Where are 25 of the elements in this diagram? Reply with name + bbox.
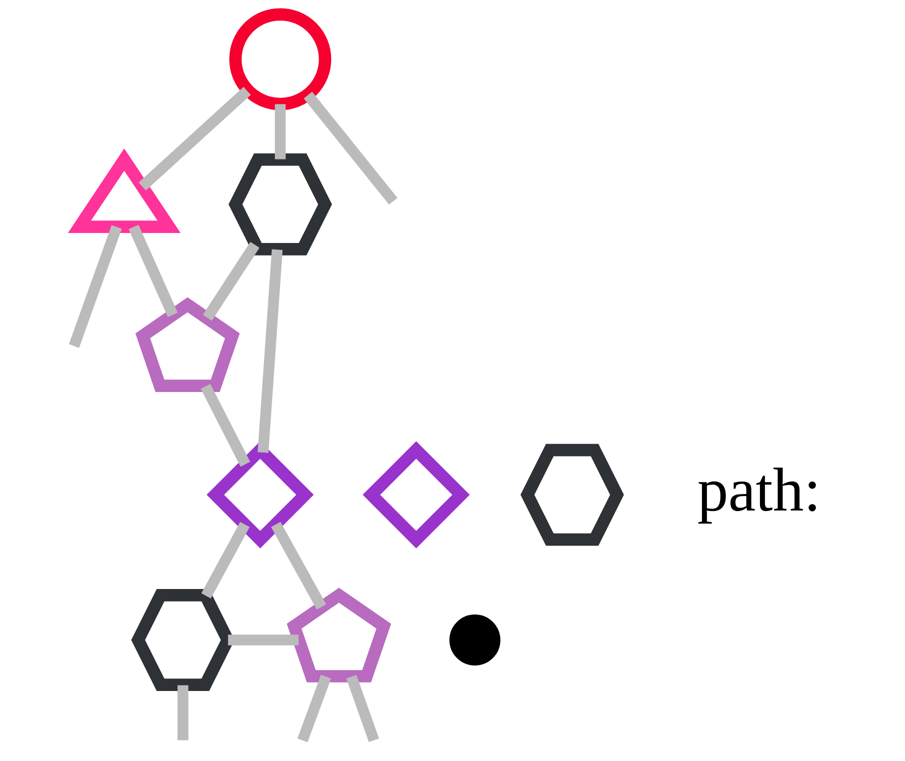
connector bbox=[297, 674, 332, 742]
node-dot bbox=[449, 614, 500, 666]
connector bbox=[128, 224, 178, 318]
connector bbox=[274, 104, 286, 160]
node-triangle bbox=[68, 148, 181, 233]
connector bbox=[258, 249, 283, 453]
node-pentagon bbox=[135, 297, 240, 392]
connector bbox=[271, 522, 326, 610]
node-hexagon bbox=[131, 589, 235, 691]
connector bbox=[202, 242, 260, 321]
node-hexagon bbox=[520, 444, 624, 546]
connector bbox=[138, 86, 251, 190]
connector bbox=[346, 674, 380, 742]
connector bbox=[68, 225, 122, 348]
connector bbox=[228, 634, 299, 646]
connector bbox=[178, 685, 188, 740]
connector bbox=[201, 522, 250, 598]
connector bbox=[200, 384, 250, 467]
node-diamond bbox=[206, 441, 314, 548]
label: path: bbox=[697, 456, 821, 524]
connector bbox=[304, 92, 398, 205]
node-pentagon bbox=[286, 588, 392, 682]
node-diamond bbox=[362, 441, 470, 548]
node-circle bbox=[229, 8, 332, 110]
node-hexagon bbox=[228, 153, 332, 256]
